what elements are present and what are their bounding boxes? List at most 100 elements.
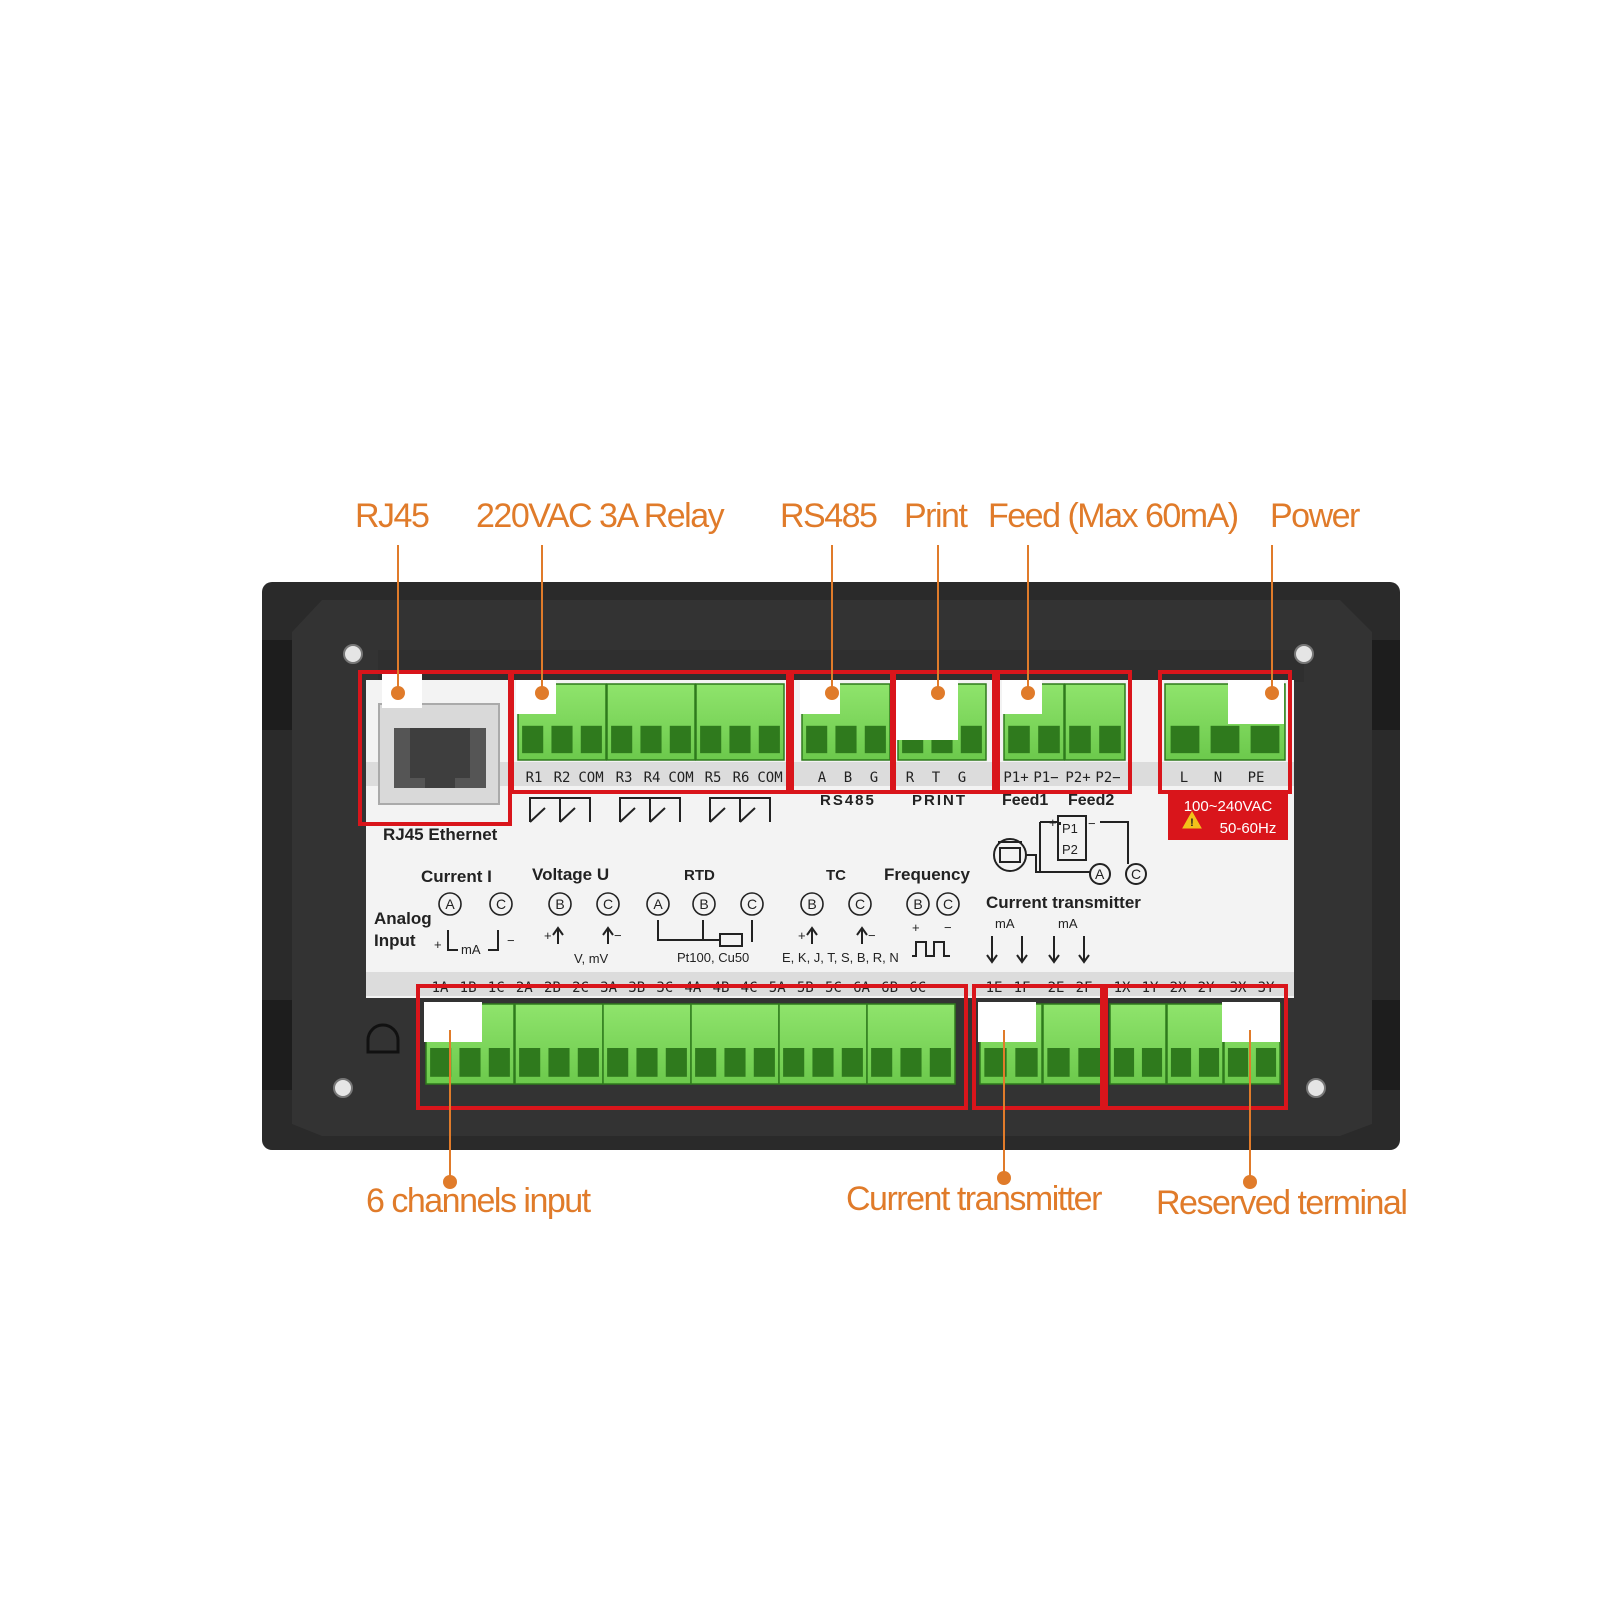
terminal-circle-marker: C bbox=[740, 892, 764, 916]
input-terminal-block[interactable] bbox=[866, 1003, 956, 1085]
minus-symbol: − bbox=[614, 928, 622, 943]
pt100-label: Pt100, Cu50 bbox=[677, 950, 749, 965]
feed1-label: Feed1 bbox=[1002, 792, 1048, 809]
minus-symbol: − bbox=[507, 933, 515, 948]
input-terminal-block[interactable] bbox=[602, 1003, 692, 1085]
svg-text:C: C bbox=[603, 896, 613, 912]
relay-pin-label: COM bbox=[668, 770, 693, 786]
relay-pin-label: R2 bbox=[554, 770, 571, 786]
callout-leader bbox=[535, 545, 549, 700]
plus-symbol: + bbox=[912, 920, 920, 935]
plus-symbol: + bbox=[544, 928, 552, 943]
callout-dot bbox=[931, 686, 945, 700]
terminal-circle-marker: C bbox=[848, 892, 872, 916]
reserved-highlight bbox=[1104, 984, 1288, 1110]
transmitter-terminal-block[interactable] bbox=[1042, 1003, 1106, 1085]
callout-dot bbox=[1243, 1175, 1257, 1189]
callout-reserved: Reserved terminal bbox=[1156, 1184, 1406, 1222]
current-label: Current I bbox=[421, 867, 492, 886]
relay-highlight bbox=[510, 670, 790, 794]
terminal-circle-marker: A bbox=[438, 892, 462, 916]
p1-label: P1 bbox=[1062, 821, 1078, 836]
print-pin-label: R bbox=[906, 770, 915, 786]
callout-leader bbox=[825, 545, 839, 700]
analog-label: Analog bbox=[374, 909, 432, 928]
plus-symbol: + bbox=[434, 937, 442, 952]
minus-symbol: − bbox=[1088, 816, 1096, 831]
callout-power: Power bbox=[1270, 497, 1360, 535]
input-terminal-block[interactable] bbox=[690, 1003, 780, 1085]
callout-leader bbox=[443, 1030, 457, 1189]
rs485-pin-label: A bbox=[818, 770, 827, 786]
print-pin-label: T bbox=[932, 770, 941, 786]
feed-pin-label: P1+ bbox=[1003, 770, 1028, 786]
terminal-circle-marker: A bbox=[646, 892, 670, 916]
top-terminals bbox=[516, 680, 1286, 761]
callout-dot bbox=[391, 686, 405, 700]
minus-symbol: − bbox=[868, 928, 876, 943]
svg-text:A: A bbox=[445, 896, 455, 912]
power-pin-label: N bbox=[1214, 770, 1222, 786]
screw-icon bbox=[1294, 644, 1314, 664]
callout-leaders bbox=[391, 545, 1279, 1189]
relay-pin-label: COM bbox=[757, 770, 782, 786]
callout-rj45: RJ45 bbox=[355, 497, 429, 535]
relay-pin-label: R6 bbox=[733, 770, 750, 786]
svg-text:C: C bbox=[943, 896, 953, 912]
callout-leader bbox=[931, 545, 945, 700]
callout-inputs: 6 channels input bbox=[366, 1182, 592, 1220]
callout-leader bbox=[1243, 1030, 1257, 1189]
transmitter-ma-label-1: mA bbox=[995, 916, 1015, 931]
callout-current-transmitter: Current transmitter bbox=[846, 1180, 1102, 1218]
svg-text:!: ! bbox=[1190, 817, 1194, 829]
callout-rs485: RS485 bbox=[780, 497, 877, 535]
terminal-circle-marker: B bbox=[548, 892, 572, 916]
callout-dot bbox=[443, 1175, 457, 1189]
input-terminal-block[interactable] bbox=[514, 1003, 604, 1085]
feed-highlight bbox=[996, 670, 1132, 794]
current-transmitter-label: Current transmitter bbox=[986, 893, 1141, 912]
reserved-terminal-block[interactable] bbox=[1109, 1003, 1167, 1085]
print-section-label: PRINT bbox=[912, 792, 967, 809]
v-mv-label: V, mV bbox=[574, 951, 609, 966]
rs485-terminal-block[interactable] bbox=[801, 683, 891, 761]
rs485-section-label: RS485 bbox=[820, 792, 876, 809]
callout-dot bbox=[825, 686, 839, 700]
input-terminal-block[interactable] bbox=[778, 1003, 868, 1085]
relay-pin-label: R5 bbox=[705, 770, 722, 786]
svg-text:C: C bbox=[496, 896, 506, 912]
screw-icon bbox=[1306, 1078, 1326, 1098]
ma-label: mA bbox=[461, 942, 481, 957]
svg-text:C: C bbox=[855, 896, 865, 912]
relay-terminal-block[interactable] bbox=[606, 683, 696, 761]
terminal-circle-marker: B bbox=[800, 892, 824, 916]
feed2-terminal-block[interactable] bbox=[1064, 683, 1126, 761]
tc-label: TC bbox=[826, 867, 846, 884]
transmitter-highlight bbox=[972, 984, 1104, 1110]
feed2-label: Feed2 bbox=[1068, 792, 1114, 809]
frequency-label: Frequency bbox=[884, 865, 971, 884]
power-rating-badge: ! bbox=[1168, 794, 1288, 840]
minus-symbol: − bbox=[944, 920, 952, 935]
p2-label: P2 bbox=[1062, 842, 1078, 857]
callout-leader bbox=[997, 1030, 1011, 1185]
callout-leader bbox=[1265, 545, 1279, 700]
relay-terminal-block[interactable] bbox=[695, 683, 785, 761]
white-tag bbox=[978, 1002, 1036, 1042]
power-pin-label: L bbox=[1180, 770, 1188, 786]
power-pin-label: PE bbox=[1248, 770, 1265, 786]
terminal-circle-marker: C bbox=[596, 892, 620, 916]
reserved-terminal-block[interactable] bbox=[1166, 1003, 1224, 1085]
terminal-circle-marker: B bbox=[906, 892, 930, 916]
relay-pin-label: R4 bbox=[644, 770, 661, 786]
tc-types-label: E, K, J, T, S, B, R, N bbox=[782, 950, 899, 965]
rj45-port[interactable] bbox=[378, 674, 500, 805]
callout-dot bbox=[1265, 686, 1279, 700]
white-tag bbox=[424, 1002, 482, 1042]
power-rating-frequency: 50-60Hz bbox=[1220, 820, 1277, 837]
print-highlight bbox=[892, 670, 996, 794]
transmitter-icon bbox=[993, 815, 1147, 885]
circle-c-label: C bbox=[1131, 866, 1141, 882]
circle-a-label: A bbox=[1095, 866, 1105, 882]
